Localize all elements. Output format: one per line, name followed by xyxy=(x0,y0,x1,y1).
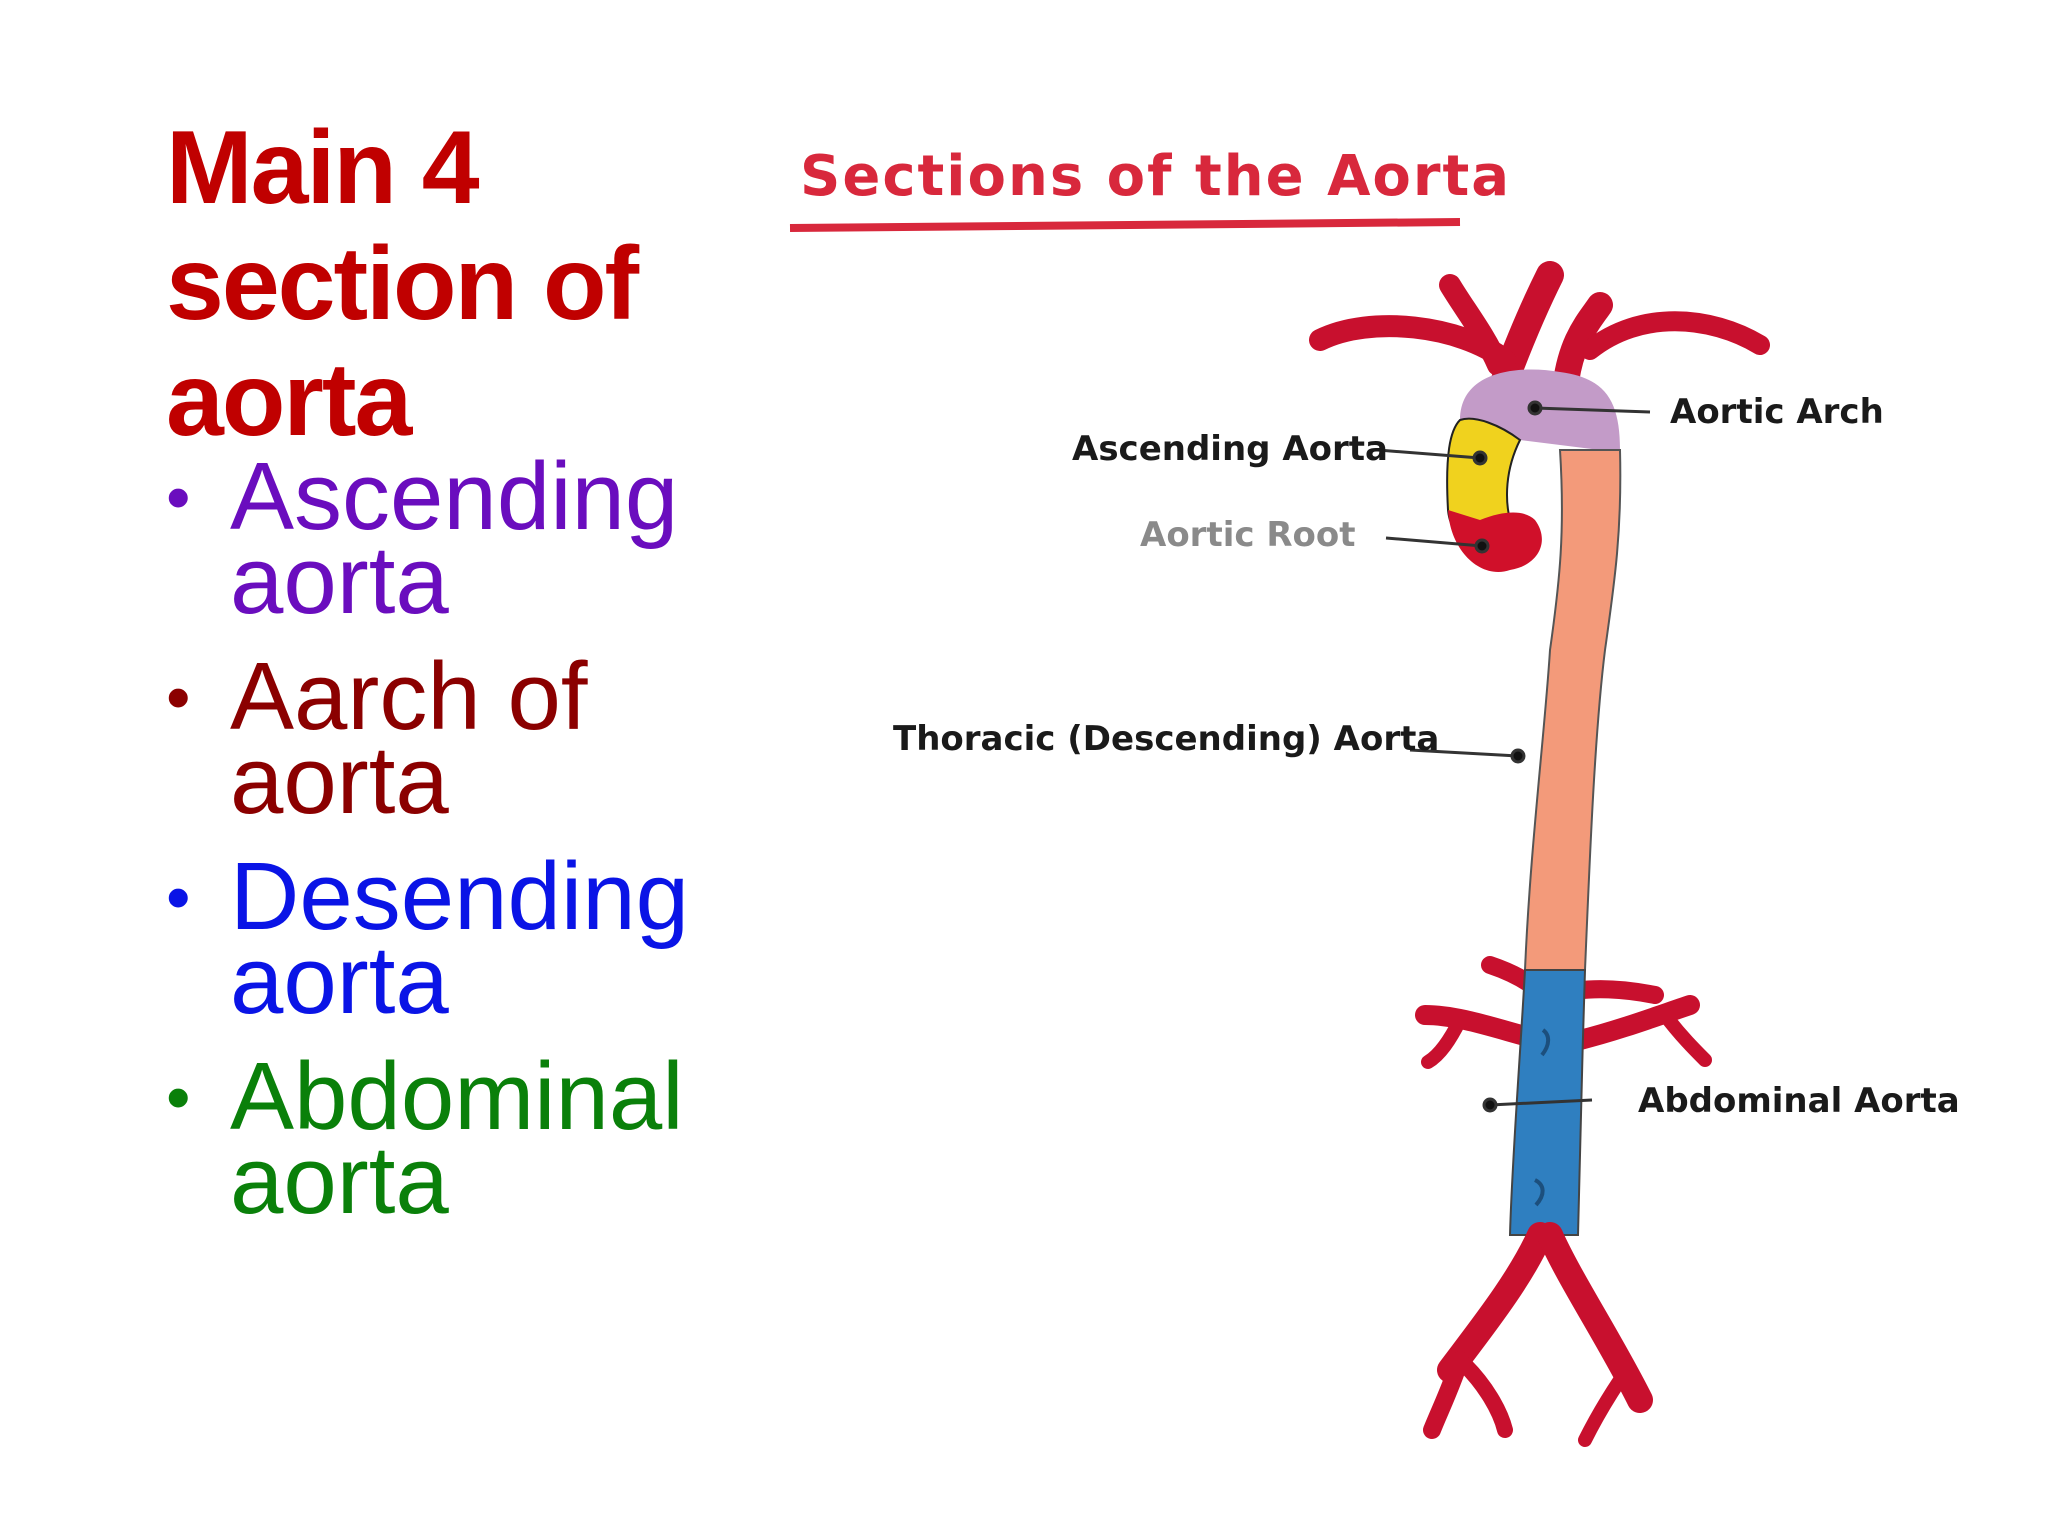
bullet-icon: • xyxy=(166,858,191,936)
heading-line: aorta xyxy=(166,342,412,458)
iliac-branches xyxy=(1423,1222,1653,1447)
list-item-text: aorta xyxy=(230,927,449,1034)
aorta-diagram-svg: Sections of the Aorta xyxy=(789,144,1960,1447)
bullet-icon: • xyxy=(166,458,191,536)
arch-branches xyxy=(1309,261,1770,403)
bullet-icon: • xyxy=(166,1058,191,1136)
label-thoracic-aorta: Thoracic (Descending) Aorta xyxy=(893,719,1439,759)
label-pointers xyxy=(1377,400,1651,1113)
mesenteric-mark xyxy=(1533,1178,1545,1207)
heading-line: section of xyxy=(166,226,639,342)
list-item-descending: • Desending aorta xyxy=(166,843,786,1034)
renal-mark xyxy=(1540,1028,1551,1057)
label-aortic-arch: Aortic Arch xyxy=(1670,392,1884,432)
label-abdominal-aorta: Abdominal Aorta xyxy=(1638,1081,1960,1121)
label-aortic-root: Aortic Root xyxy=(1140,515,1356,555)
list-item-text: aorta xyxy=(230,527,449,634)
list-item-text: aorta xyxy=(230,1127,449,1234)
list-item-arch: • Aarch of aorta xyxy=(166,643,786,834)
list-item-text: Abdominal xyxy=(230,1043,684,1150)
list-item-abdominal: • Abdominal aorta xyxy=(166,1043,786,1234)
list-item-text: Ascending xyxy=(230,443,679,550)
list-item-ascending: • Ascending aorta xyxy=(166,443,786,634)
bullet-icon: • xyxy=(166,658,191,736)
list-item-text: Desending xyxy=(230,843,689,950)
list-item-text: aorta xyxy=(230,727,449,834)
label-ascending-aorta: Ascending Aorta xyxy=(1072,429,1388,469)
diagram-title: Sections of the Aorta xyxy=(800,144,1511,209)
heading-line: Main 4 xyxy=(166,110,480,226)
aortic-root-segment xyxy=(1448,510,1542,572)
aorta-diagram: Sections of the Aorta xyxy=(760,110,2048,1510)
list-item-text: Aarch of xyxy=(230,643,588,750)
title-underline xyxy=(789,218,1461,232)
slide-heading: Main 4 section of aorta xyxy=(166,110,786,458)
aorta-sections-list: • Ascending aorta • Aarch of aorta • Des… xyxy=(166,443,786,1255)
